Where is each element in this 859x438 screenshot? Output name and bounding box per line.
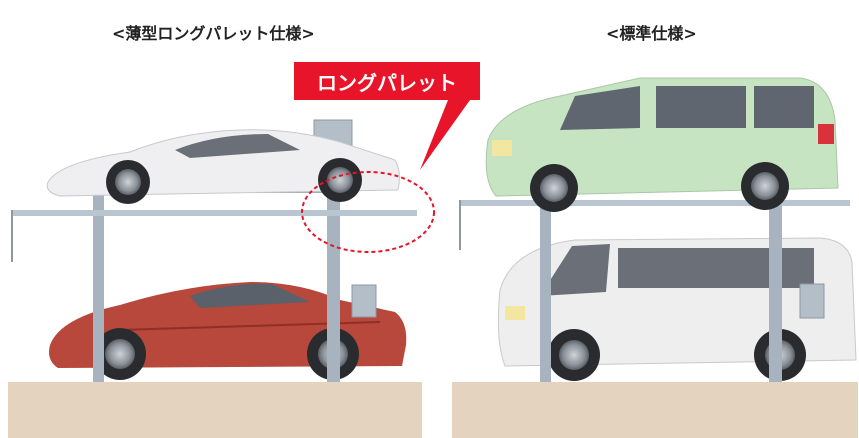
right-post-rear: [540, 180, 551, 382]
left-post-front: [327, 150, 340, 382]
highlight-ellipse: [301, 171, 435, 253]
left-lower-box: [351, 284, 377, 318]
left-panel-title: <薄型ロングパレット仕様>: [112, 24, 315, 43]
long-pallet-callout: ロングパレット: [294, 62, 480, 100]
long-pallet: [12, 210, 417, 216]
right-panel-title: <標準仕様>: [606, 24, 697, 43]
red-sports-car: [49, 282, 407, 380]
white-van: [497, 237, 857, 381]
callout-pointer: [420, 100, 470, 170]
right-lower-box: [799, 283, 825, 319]
white-supercar: [46, 129, 400, 204]
green-minivan: [485, 77, 839, 212]
standard-pallet: [460, 200, 850, 206]
right-parking-lift: [452, 77, 858, 438]
left-ground: [8, 382, 422, 438]
left-post-rear: [93, 190, 104, 382]
left-parking-lift: [8, 100, 470, 438]
right-ground: [452, 382, 858, 438]
